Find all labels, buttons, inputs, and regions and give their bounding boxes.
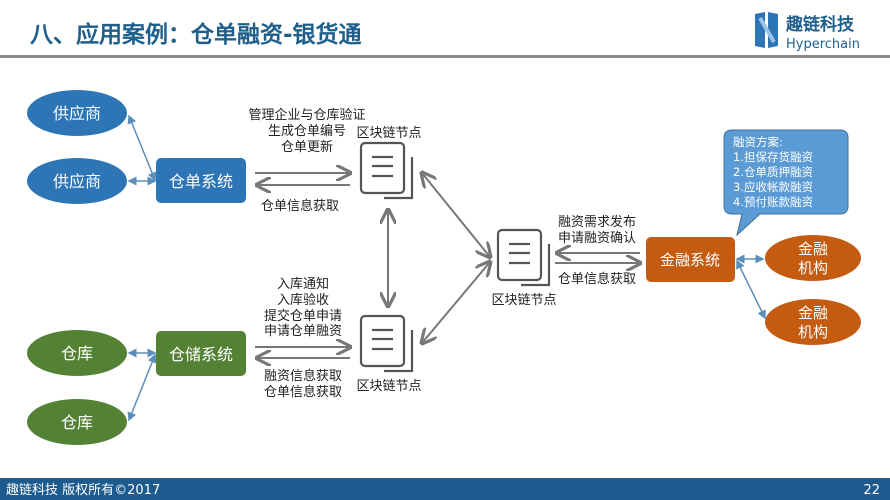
svg-text:金融: 金融 xyxy=(798,304,828,322)
logo-name: 趣链科技 xyxy=(785,14,855,35)
right-request-label: 申请融资确认 xyxy=(558,231,636,246)
svg-text:2.仓单质押融资: 2.仓单质押融资 xyxy=(733,165,813,179)
blockchain-node-top-label: 区块链节点 xyxy=(356,126,421,141)
logo-mark-icon xyxy=(755,12,778,48)
svg-text:仓库: 仓库 xyxy=(61,413,93,432)
bottom-request-label: 入库通知 xyxy=(277,276,329,292)
right-response-label: 仓单信息获取 xyxy=(558,271,636,287)
bottom-response-label: 融资信息获取 xyxy=(264,368,342,384)
svg-text:机构: 机构 xyxy=(798,259,828,277)
blockchain-node-bottom-icon xyxy=(359,314,414,373)
bottom-request-label: 提交仓单申请 xyxy=(264,308,342,324)
storage-system-node: 仓储系统 xyxy=(156,331,246,376)
svg-text:融资方案:: 融资方案: xyxy=(733,135,783,149)
blockchain-node-bottom-label: 区块链节点 xyxy=(356,379,421,394)
header-divider xyxy=(0,55,890,58)
financial-institution-node-2: 金融 机构 xyxy=(765,299,861,345)
supplier-node-1: 供应商 xyxy=(27,90,127,136)
bottom-response-label: 仓单信息获取 xyxy=(264,384,342,400)
blockchain-node-mid-icon xyxy=(496,228,551,287)
svg-text:仓储系统: 仓储系统 xyxy=(169,345,233,364)
svg-text:供应商: 供应商 xyxy=(53,172,101,191)
svg-text:机构: 机构 xyxy=(798,323,828,341)
warehouse-node-1: 仓库 xyxy=(27,330,127,376)
supplier-node-2: 供应商 xyxy=(27,158,127,204)
top-request-label: 管理企业与仓库验证 xyxy=(248,107,365,123)
page-title: 八、应用案例：仓单融资-银货通 xyxy=(30,21,362,48)
left-connectors xyxy=(127,114,766,422)
bottom-request-label: 入库验收 xyxy=(277,292,329,308)
bottom-request-label: 申请仓单融资 xyxy=(264,324,342,339)
footer-bar xyxy=(0,478,890,500)
page-number: 22 xyxy=(863,483,880,498)
top-response-label: 仓单信息获取 xyxy=(261,198,339,214)
flow-arrows xyxy=(255,173,640,358)
logo-sub: Hyperchain xyxy=(786,37,860,52)
svg-text:仓单系统: 仓单系统 xyxy=(169,172,233,191)
svg-text:金融: 金融 xyxy=(798,240,828,258)
top-request-label: 仓单更新 xyxy=(281,139,333,155)
svg-text:1.担保存货融资: 1.担保存货融资 xyxy=(733,150,813,164)
finance-system-node: 金融系统 xyxy=(646,237,735,282)
svg-text:金融系统: 金融系统 xyxy=(660,251,720,269)
top-request-label: 生成仓单编号 xyxy=(268,124,346,139)
svg-text:仓库: 仓库 xyxy=(61,344,93,363)
svg-text:4.预付账款融资: 4.预付账款融资 xyxy=(733,195,813,209)
svg-text:供应商: 供应商 xyxy=(53,104,101,123)
footer-copyright: 趣链科技 版权所有©2017 xyxy=(6,482,160,498)
financial-institution-node-1: 金融 机构 xyxy=(765,235,861,281)
blockchain-node-mid-label: 区块链节点 xyxy=(491,293,556,308)
svg-text:3.应收帐款融资: 3.应收帐款融资 xyxy=(733,180,813,194)
receipt-system-node: 仓单系统 xyxy=(156,158,246,203)
blockchain-node-top-icon xyxy=(359,141,414,200)
warehouse-node-2: 仓库 xyxy=(27,399,127,445)
financing-plan-callout: 融资方案: 1.担保存货融资 2.仓单质押融资 3.应收帐款融资 4.预付账款融… xyxy=(723,129,849,237)
right-request-label: 融资需求发布 xyxy=(558,214,636,230)
hyperchain-logo: 趣链科技 Hyperchain xyxy=(755,12,860,52)
